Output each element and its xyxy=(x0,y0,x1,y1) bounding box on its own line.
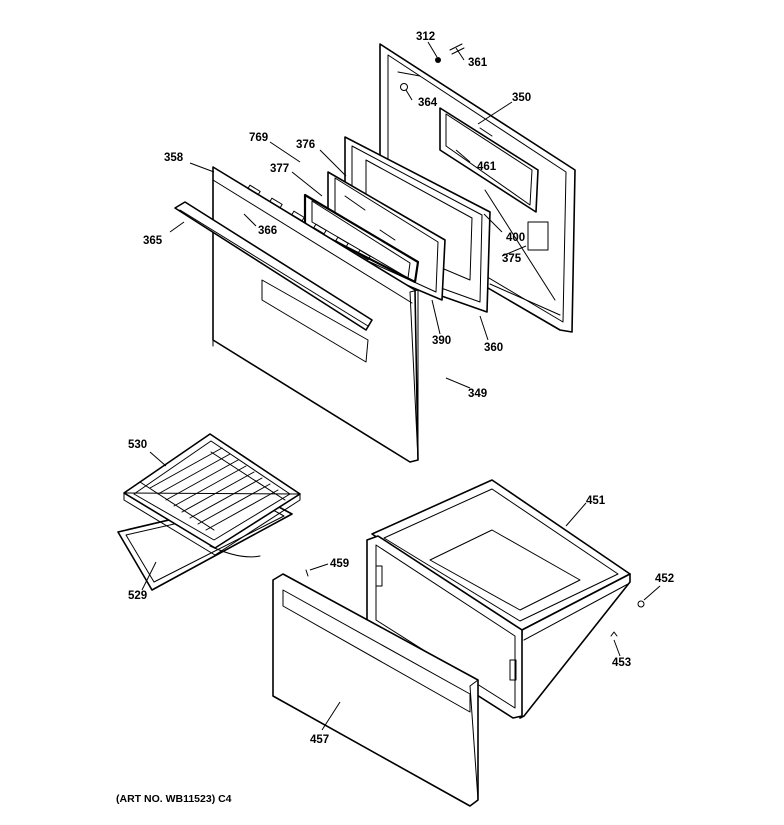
label-376: 376 xyxy=(296,139,315,151)
label-349: 349 xyxy=(468,388,487,400)
drawer-front xyxy=(272,573,479,807)
screw-453 xyxy=(610,631,618,637)
screw-459 xyxy=(305,569,309,577)
door-handle xyxy=(174,201,373,331)
label-459: 459 xyxy=(330,558,349,570)
label-529: 529 xyxy=(128,590,147,602)
label-457: 457 xyxy=(310,734,329,746)
broiler-rack xyxy=(123,433,301,556)
rack-slots xyxy=(139,447,286,531)
drawer-box xyxy=(371,479,631,719)
label-375: 375 xyxy=(502,253,522,265)
hinge-364 xyxy=(400,83,408,91)
label-360: 360 xyxy=(484,342,503,354)
art-number: (ART NO. WB11523) C4 xyxy=(116,793,232,805)
leader-lines xyxy=(141,41,661,731)
label-530: 530 xyxy=(128,439,147,451)
label-452: 452 xyxy=(655,573,674,585)
door-back-panel xyxy=(379,43,576,333)
label-400: 400 xyxy=(506,232,525,244)
label-364: 364 xyxy=(418,97,438,109)
label-366: 366 xyxy=(258,225,277,237)
label-461: 461 xyxy=(477,161,497,173)
door-gasket xyxy=(303,193,420,284)
label-390: 390 xyxy=(432,335,451,347)
label-350: 350 xyxy=(512,92,531,104)
label-451: 451 xyxy=(586,495,606,507)
outer-door xyxy=(212,166,419,463)
label-361: 361 xyxy=(468,57,488,69)
label-312: 312 xyxy=(416,31,435,43)
label-365: 365 xyxy=(143,235,163,247)
screw-452 xyxy=(637,600,645,608)
label-453: 453 xyxy=(612,657,631,669)
part-labels: 312 361 364 350 769 376 358 377 461 366 … xyxy=(128,31,674,746)
screw-312 xyxy=(435,57,441,63)
label-769: 769 xyxy=(249,132,268,144)
vent-slots xyxy=(247,184,371,261)
label-358: 358 xyxy=(164,152,184,164)
label-377: 377 xyxy=(270,163,289,175)
